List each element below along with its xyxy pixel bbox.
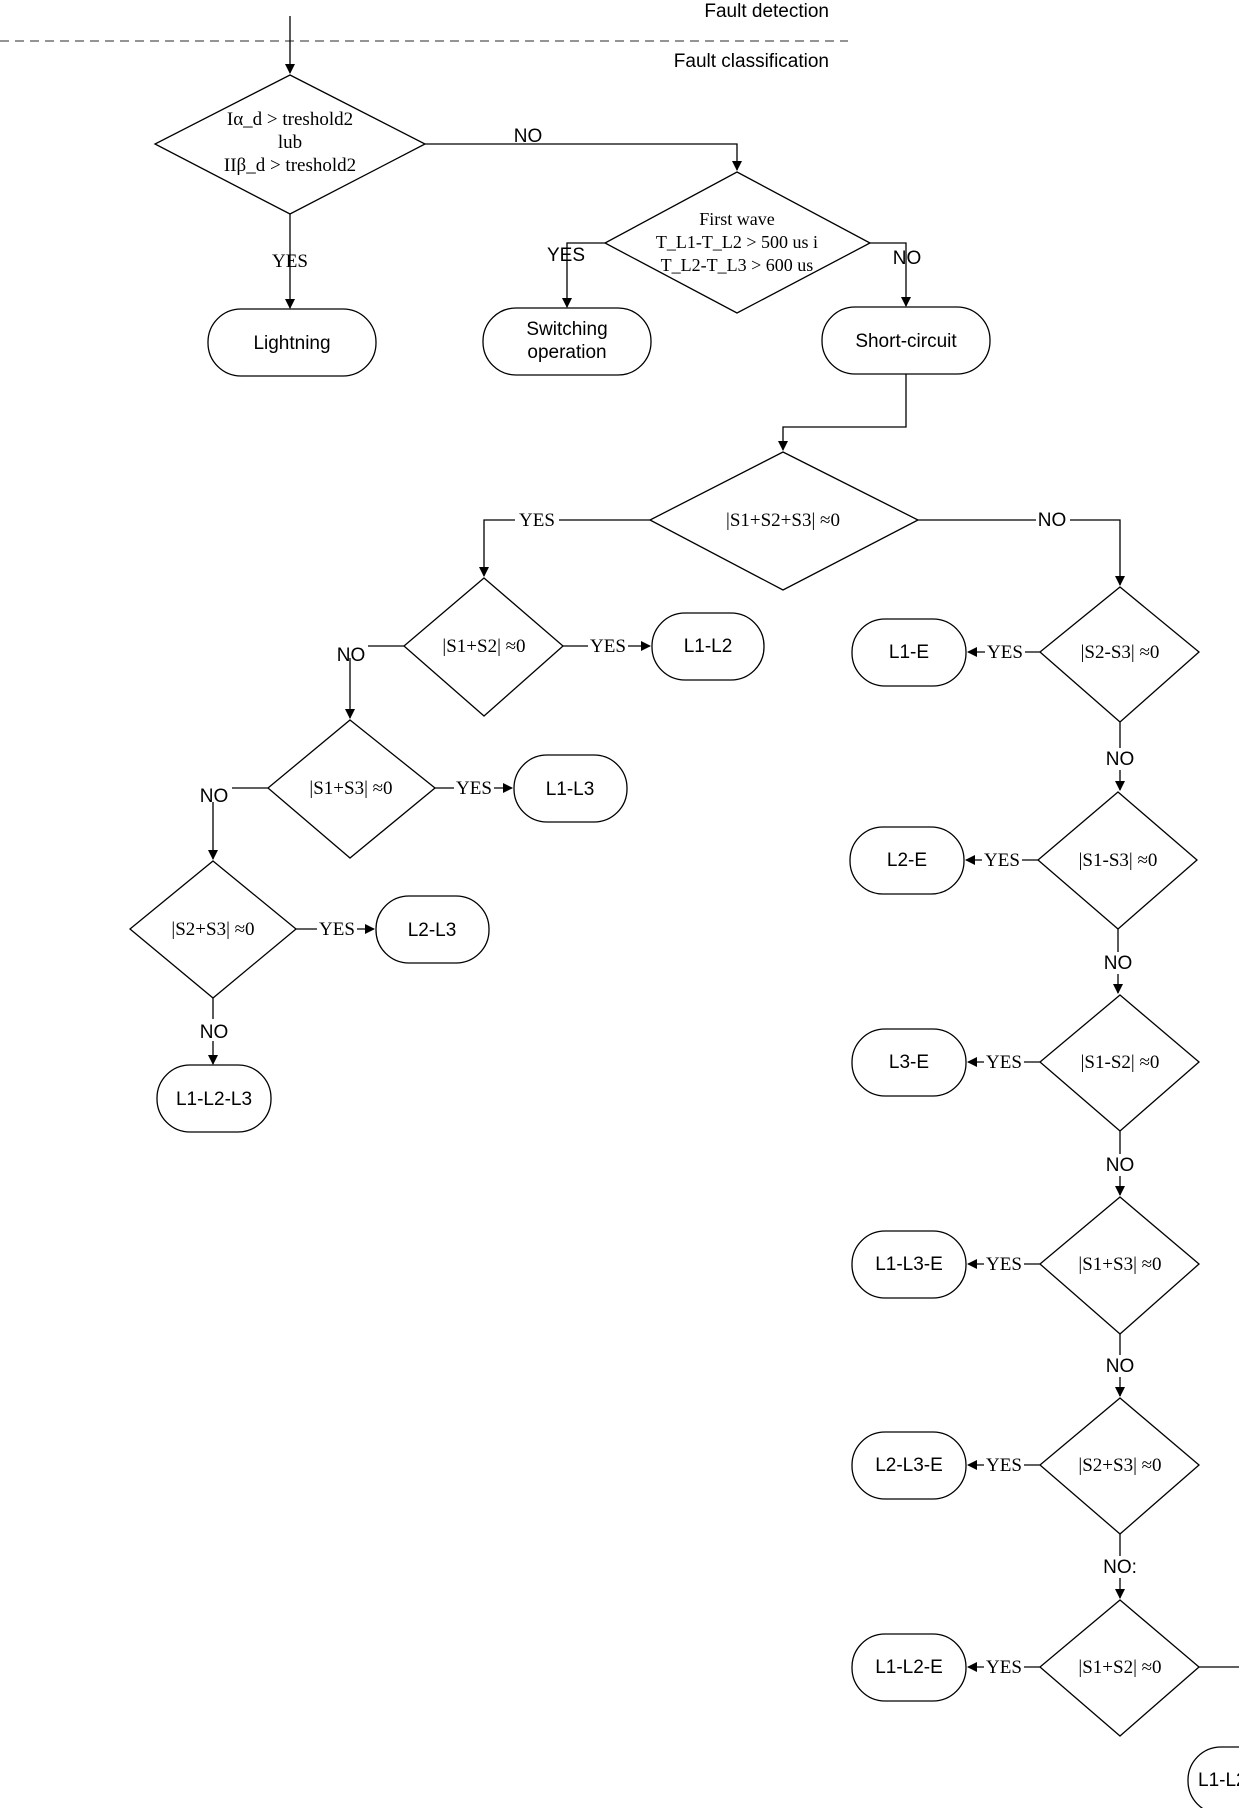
decision-right-s1-plus-s3: |S1+S3| ≈0 <box>1039 1196 1200 1335</box>
decision-s1-minus-s3: |S1-S3| ≈0 <box>1037 791 1198 930</box>
label-yes-l2-l3: YES <box>319 919 355 940</box>
label-yes-l2-e: YES <box>984 850 1020 871</box>
label-no-right-s1-plus-s2: NO: <box>1103 1557 1137 1578</box>
label-no-right-s1-plus-s3: NO <box>1106 1155 1135 1176</box>
decision-right-s2-plus-s3: |S2+S3| ≈0 <box>1038 1397 1200 1535</box>
label-no-l1-l2-l3: NO <box>200 1022 229 1043</box>
decision-s1-minus-s2: |S1-S2| ≈0 <box>1038 994 1200 1132</box>
decision-s1-plus-s2: |S1+S2| ≈0 <box>403 577 564 717</box>
terminal-l2-l3-e: L2-L3-E <box>851 1431 967 1500</box>
label-no-s1-minus-s3: NO <box>1106 749 1135 770</box>
svg-text:|S1-S3| ≈0: |S1-S3| ≈0 <box>1079 850 1158 871</box>
terminal-switching-operation: Switching operation <box>482 307 652 376</box>
label-no-short-circuit: NO <box>893 248 922 269</box>
svg-text:|S1+S2+S3| ≈0: |S1+S2+S3| ≈0 <box>726 510 840 531</box>
label-yes-lightning: YES <box>272 251 308 272</box>
svg-text:Switching: Switching <box>526 319 607 340</box>
svg-text:L1-E: L1-E <box>889 642 929 663</box>
terminal-l1-l3: L1-L3 <box>513 754 628 823</box>
svg-text:IIβ_d > treshold2: IIβ_d > treshold2 <box>224 155 356 176</box>
label-yes-l1-l3: YES <box>456 778 492 799</box>
label-yes-l1-l3-e: YES <box>986 1254 1022 1275</box>
terminal-l1-l2-l3: L1-L2-L3 <box>156 1064 272 1133</box>
decision-first-wave: First wave T_L1-T_L2 > 500 us i T_L2-T_L… <box>603 171 872 314</box>
svg-text:T_L1-T_L2 > 500 us i: T_L1-T_L2 > 500 us i <box>656 232 818 252</box>
terminal-l1-l2-e: L1-L2-E <box>851 1633 967 1702</box>
svg-text:L2-L3-E: L2-L3-E <box>875 1455 943 1476</box>
label-no-sum: NO <box>1038 510 1067 531</box>
svg-text:|S1+S2| ≈0: |S1+S2| ≈0 <box>1078 1657 1161 1678</box>
svg-text:|S1+S3| ≈0: |S1+S3| ≈0 <box>309 778 392 799</box>
terminal-l3-e: L3-E <box>851 1028 967 1097</box>
svg-text:|S2+S3| ≈0: |S2+S3| ≈0 <box>171 919 254 940</box>
label-yes-l1-e: YES <box>987 642 1023 663</box>
svg-text:Lightning: Lightning <box>253 333 330 354</box>
svg-text:L1-L2: L1-L2 <box>684 636 733 657</box>
svg-text:L1-L2: L1-L2 <box>1198 1770 1239 1791</box>
terminal-l2-e: L2-E <box>849 826 965 895</box>
label-yes-sum: YES <box>519 510 555 531</box>
svg-text:L1-L2-L3: L1-L2-L3 <box>176 1089 252 1110</box>
label-yes-l2-l3-e: YES <box>986 1455 1022 1476</box>
label-yes-l1-l2-e: YES <box>986 1657 1022 1678</box>
svg-text:L1-L2-E: L1-L2-E <box>875 1657 943 1678</box>
decision-s2-plus-s3: |S2+S3| ≈0 <box>128 860 298 999</box>
terminal-cut-off: L1-L2 <box>1187 1746 1239 1808</box>
label-yes-l1-l2: YES <box>590 636 626 657</box>
decision-threshold: Iα_d > treshold2 lub IIβ_d > treshold2 <box>153 74 427 215</box>
svg-text:T_L2-T_L3 > 600 us: T_L2-T_L3 > 600 us <box>661 255 814 275</box>
svg-text:First wave: First wave <box>699 209 775 229</box>
label-yes-l3-e: YES <box>986 1052 1022 1073</box>
svg-text:lub: lub <box>278 132 302 153</box>
label-no-s1-plus-s3: NO <box>337 645 366 666</box>
svg-text:|S2-S3| ≈0: |S2-S3| ≈0 <box>1081 642 1160 663</box>
svg-text:operation: operation <box>527 342 606 363</box>
svg-text:|S1+S2| ≈0: |S1+S2| ≈0 <box>442 636 525 657</box>
svg-text:L1-L3: L1-L3 <box>546 779 595 800</box>
label-yes-switching: YES <box>547 245 585 266</box>
svg-text:|S2+S3| ≈0: |S2+S3| ≈0 <box>1078 1455 1161 1476</box>
label-no-s1-minus-s2: NO <box>1104 953 1133 974</box>
terminal-l2-l3: L2-L3 <box>375 895 490 964</box>
terminal-l1-l2: L1-L2 <box>651 612 765 681</box>
svg-text:|S1+S3| ≈0: |S1+S3| ≈0 <box>1078 1254 1161 1275</box>
svg-text:L2-L3: L2-L3 <box>408 920 457 941</box>
label-no-s2-plus-s3: NO <box>200 786 229 807</box>
label-no-right-s2-plus-s3: NO <box>1106 1356 1135 1377</box>
edge-labels: YES NO YES NO YES NO YES NO YES NO YES N… <box>198 126 1139 1678</box>
fault-detection-label: Fault detection <box>704 1 829 22</box>
svg-text:L1-L3-E: L1-L3-E <box>875 1254 943 1275</box>
decision-right-s1-plus-s2: |S1+S2| ≈0 <box>1038 1599 1200 1737</box>
svg-text:L2-E: L2-E <box>887 850 927 871</box>
decision-sum-all: |S1+S2+S3| ≈0 <box>648 451 920 591</box>
svg-text:Short-circuit: Short-circuit <box>855 331 957 352</box>
decision-s1-plus-s3: |S1+S3| ≈0 <box>266 719 437 859</box>
svg-text:Iα_d > treshold2: Iα_d > treshold2 <box>227 109 353 130</box>
fault-classification-label: Fault classification <box>674 51 829 72</box>
svg-text:L3-E: L3-E <box>889 1052 929 1073</box>
svg-text:|S1-S2| ≈0: |S1-S2| ≈0 <box>1081 1052 1160 1073</box>
terminal-l1-e: L1-E <box>851 618 967 687</box>
label-no-first-wave: NO <box>514 126 543 147</box>
terminal-l1-l3-e: L1-L3-E <box>851 1230 967 1299</box>
terminal-lightning: Lightning <box>207 308 377 377</box>
terminal-short-circuit: Short-circuit <box>821 306 991 375</box>
decision-s2-minus-s3: |S2-S3| ≈0 <box>1038 586 1201 723</box>
